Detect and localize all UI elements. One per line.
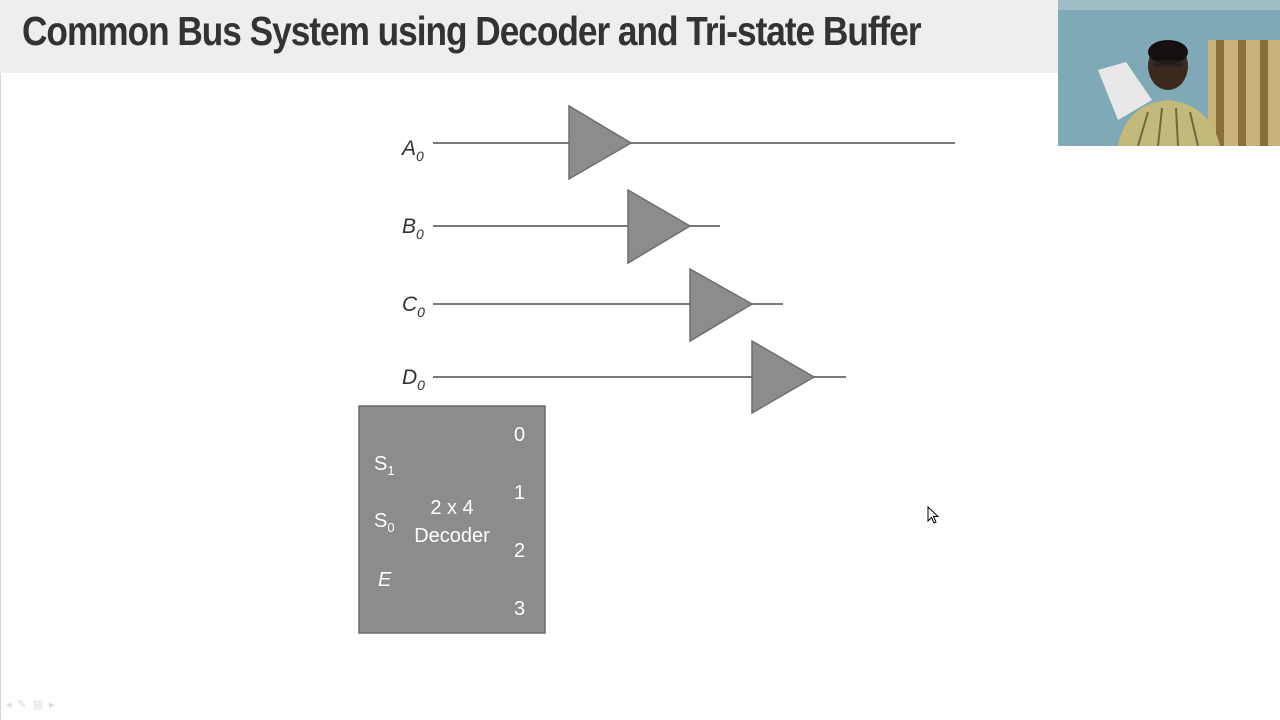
decoder-output-1: 1 [514,482,525,504]
input-label-b0: B0 [402,215,424,242]
tristate-buffer-d [751,339,816,415]
slide-title: Common Bus System using Decoder and Tri-… [22,8,922,54]
prev-arrow-icon[interactable]: ◂ [6,698,12,711]
slide-left-border [0,73,1,720]
decoder-label-size: 2 x 4 [430,497,473,519]
decoder-block [358,405,546,634]
tristate-buffer-a [568,104,633,181]
input-label-a0: A0 [400,137,424,164]
decoder-select-s0: S0 [374,510,395,535]
pen-icon[interactable]: ✎ [17,698,27,711]
menu-icon[interactable]: ▤ [32,698,44,711]
next-arrow-icon[interactable]: ▸ [49,698,55,711]
tristate-buffer-c [689,267,754,343]
decoder-output-3: 3 [514,598,525,620]
presenter-webcam [1058,0,1280,146]
input-label-c0: C0 [402,293,425,320]
tristate-buffer-b [627,188,692,265]
presenter-video-icon [1058,0,1280,146]
decoder-select-s1: S1 [374,453,395,478]
decoder-enable-e: E [378,569,392,591]
decoder-output-2: 2 [514,540,525,562]
slideshow-controls: ◂ ✎ ▤ ▸ [6,698,55,711]
decoder-label-name: Decoder [414,525,490,547]
input-label-d0: D0 [402,366,425,393]
mouse-cursor-icon [927,506,940,524]
decoder-output-0: 0 [514,424,525,446]
title-bar: Common Bus System using Decoder and Tri-… [0,0,1058,73]
